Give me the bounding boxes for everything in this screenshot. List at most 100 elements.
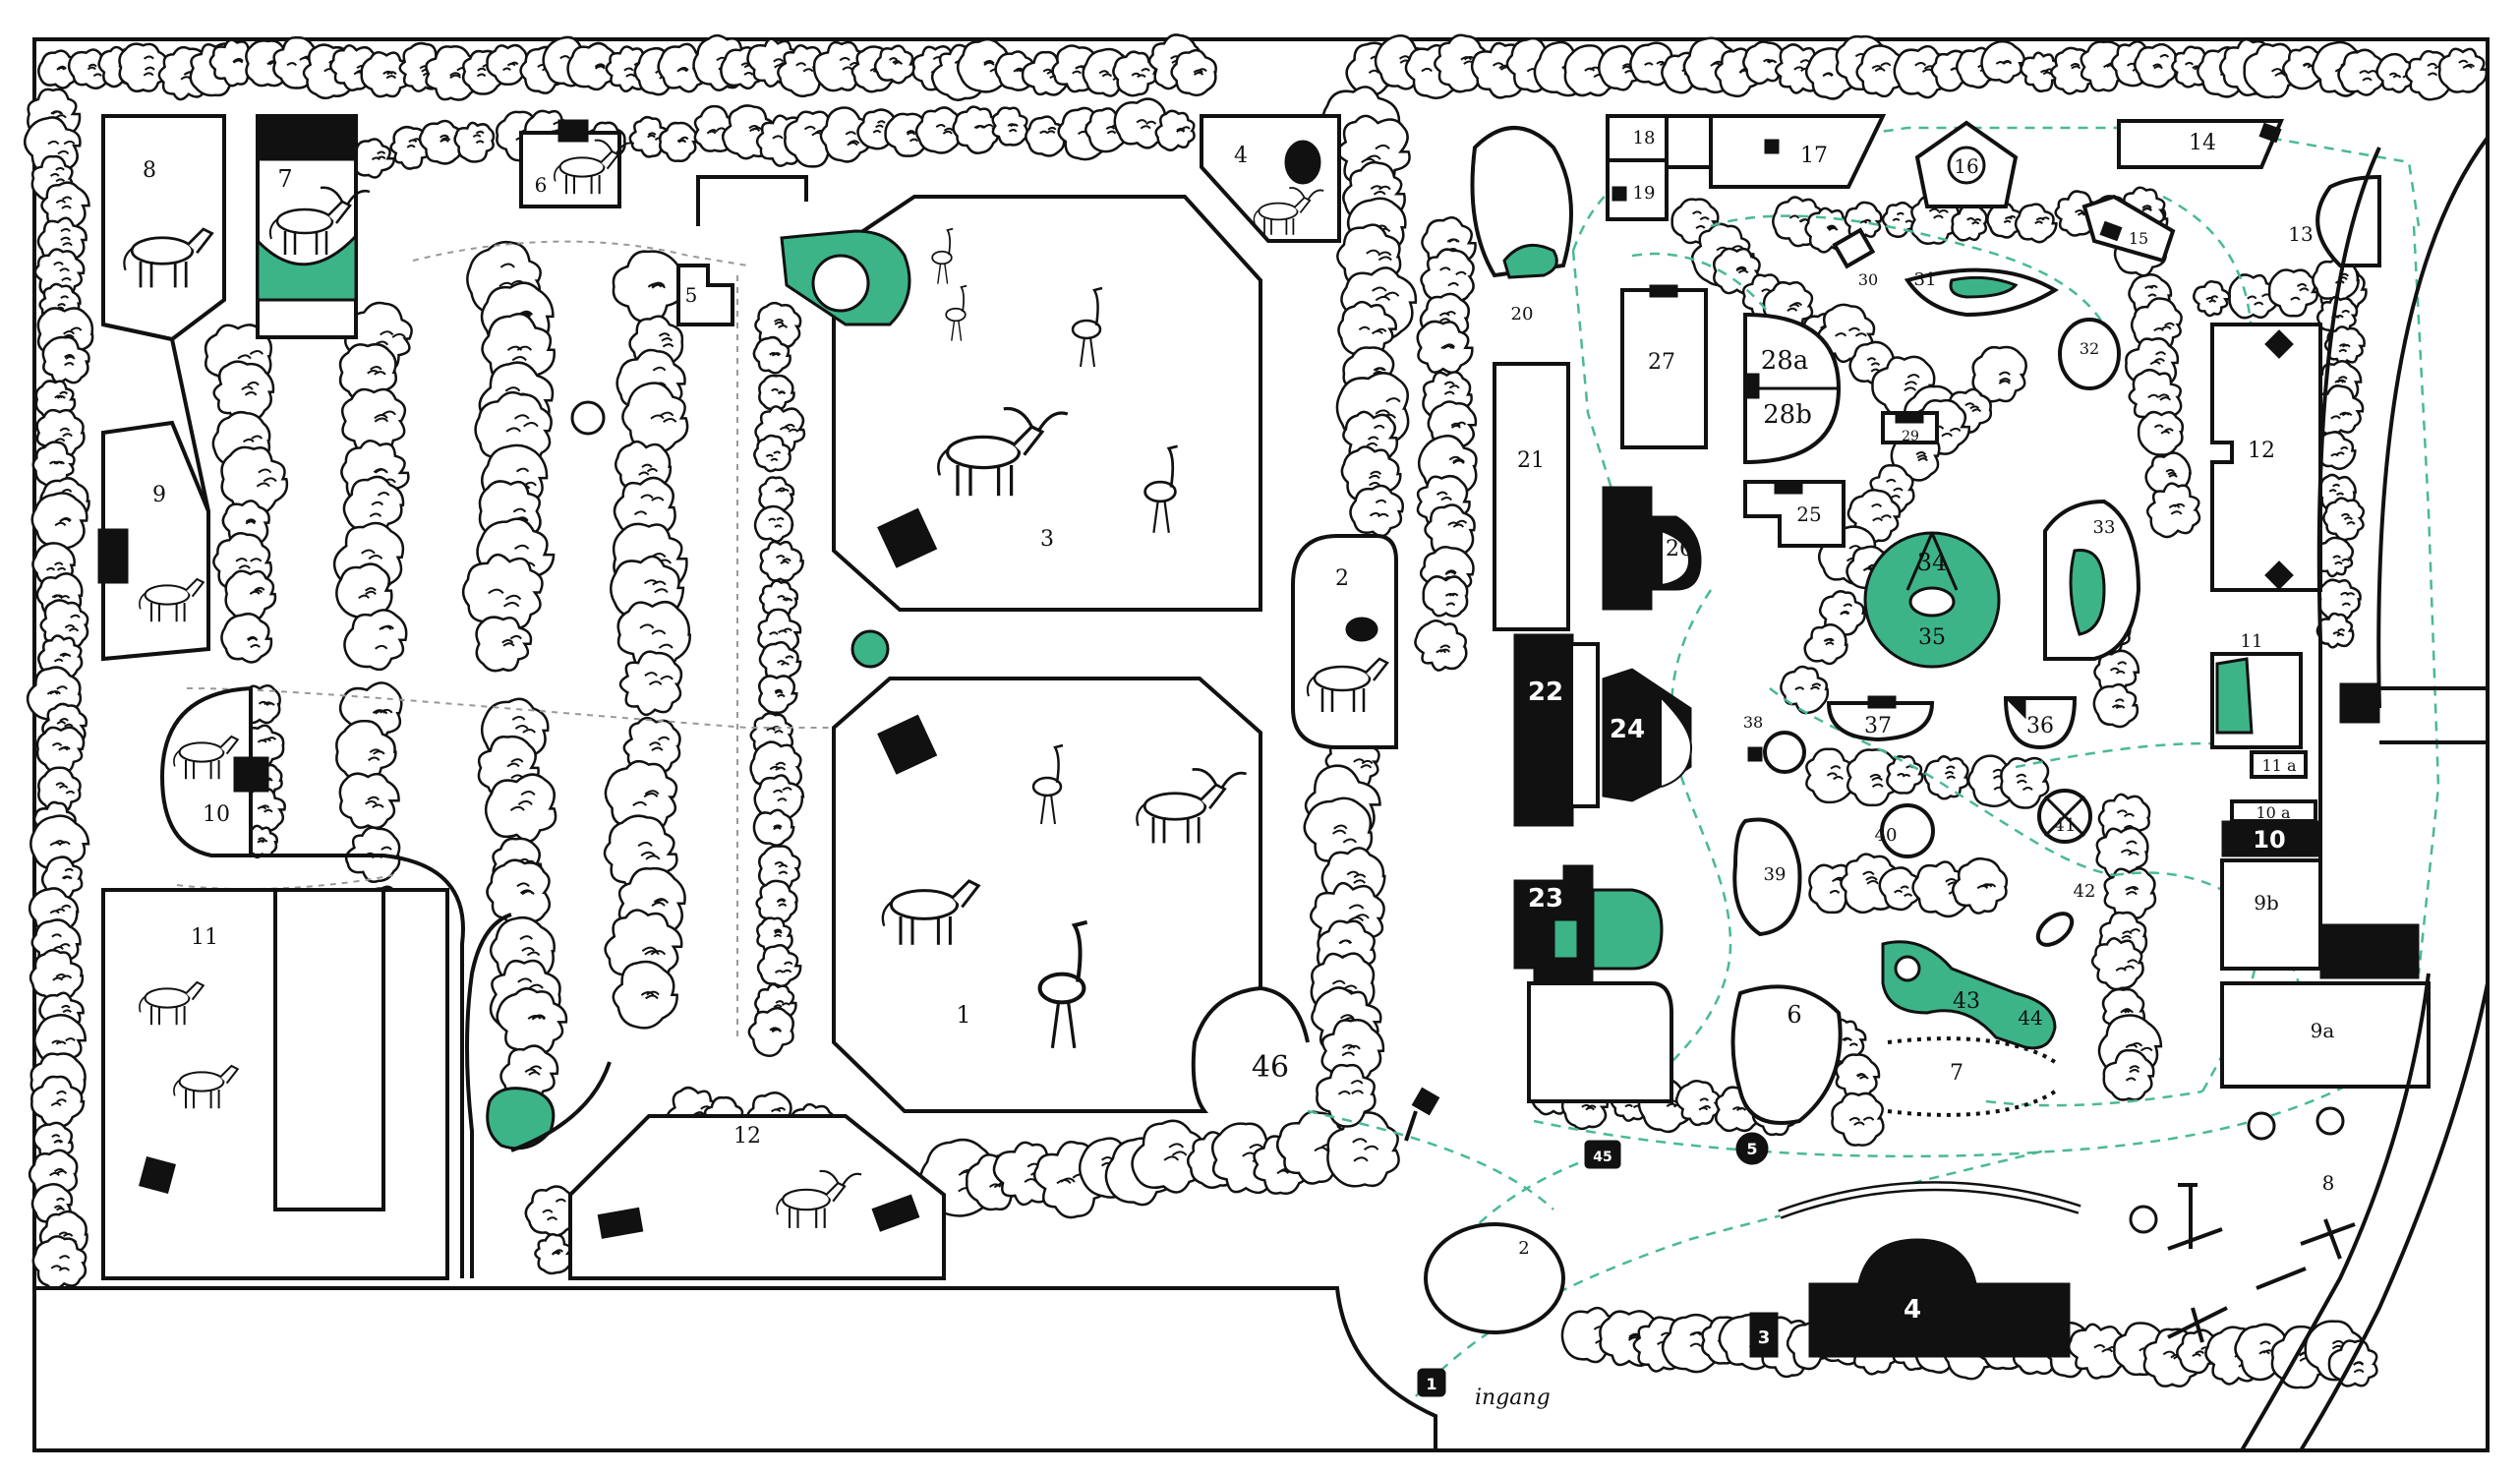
tree-icon [658,121,698,162]
tree-icon [2092,682,2139,729]
shelter-12a [597,1207,644,1239]
label-e18: 18 [1633,128,1656,148]
enclosure-9b[interactable] [2220,858,2322,971]
llama-icon [173,735,240,780]
building-9b [2319,923,2420,979]
enclosure-38[interactable] [1763,731,1806,774]
shelter-12b [871,1194,920,1232]
tree-icon [534,1233,573,1275]
tree-icon [753,774,805,821]
tree-icon [1780,665,1830,715]
enclosure-21[interactable] [1493,362,1570,631]
tree-icon [2137,410,2185,456]
label-e41: 41 [2054,815,2077,836]
enclosure-4[interactable] [1200,114,1341,243]
hedge-top [37,33,2489,179]
label-e8: 8 [143,158,156,183]
enclosure-6-east[interactable] [1730,984,1843,1125]
label-e14: 14 [2189,131,2216,155]
tree-icon [2054,190,2098,237]
wall-west-bottom [465,913,512,1278]
pool-small [850,629,890,669]
tree-icon [757,845,801,892]
enclosure-12-east[interactable] [2210,323,2322,592]
tree-icon [360,51,413,98]
label-e3: 3 [1040,527,1054,552]
pool-43-44[interactable] [1881,940,2057,1050]
tree-icon [566,41,618,91]
enclosure-2-east[interactable] [1424,1222,1565,1334]
enclosure-40[interactable] [1880,803,1935,858]
tree-icon [1349,484,1404,538]
label-e17: 17 [1800,144,1828,168]
label-e20: 20 [1511,304,1534,324]
label-e23: 23 [1528,884,1563,914]
label-e36: 36 [2026,714,2054,738]
enclosure-13[interactable] [2315,174,2381,267]
antelope-icon [1253,187,1324,235]
enclosure-27[interactable] [1620,288,1708,449]
enclosure-1[interactable] [832,677,1262,1113]
label-e9b: 9b [2254,891,2279,914]
label-e25: 25 [1796,502,1821,526]
enclosure-17[interactable] [1709,114,1887,189]
building-4[interactable] [1808,1238,2071,1358]
label-e39: 39 [1764,864,1787,885]
label-e12b: 12 [2248,439,2275,463]
enclosure-11-inner [273,888,385,1211]
tree-icon [37,766,82,814]
tree-icon [1316,1063,1377,1128]
tree-icon [1154,109,1196,151]
label-e5b: 5 [1746,1140,1757,1158]
enclosure-16[interactable] [1914,120,2019,208]
tree-icon [2090,937,2144,991]
shelter-1 [877,714,938,775]
enclosure-11a[interactable] [2250,750,2308,779]
enclosure-23b[interactable] [1527,981,1673,1103]
building-3[interactable] [1749,1312,1779,1358]
tree-icon [118,42,171,92]
marker-1[interactable] [1417,1368,1446,1397]
label-e7b: 7 [1950,1061,1963,1086]
enclosure-37[interactable] [1826,701,1935,742]
label-e4b: 4 [1904,1295,1921,1325]
enclosure-8[interactable] [101,114,226,342]
enclosure-17a[interactable] [1665,114,1713,169]
tree-icon [991,106,1029,147]
building-22[interactable] [1513,633,1574,827]
enclosure-42[interactable] [2032,908,2078,951]
tree-icon [758,579,799,620]
enclosure-2[interactable] [1291,534,1398,749]
enclosure-10[interactable] [159,685,253,857]
tree-icon [461,553,544,632]
enclosure-25[interactable] [1743,480,1846,548]
tree-icon [2102,1048,2155,1101]
building-10[interactable] [2221,820,2321,857]
enclosure-12[interactable] [568,1114,946,1280]
animals [123,139,1389,1228]
tree-icon [2228,273,2279,320]
enclosure-20[interactable] [1470,126,1573,278]
wall-11 [251,854,465,1278]
enclosure-3[interactable] [832,195,1262,612]
tree-icon [1422,575,1469,618]
tree-icon [1742,40,1787,86]
enclosure-15[interactable] [2081,194,2176,264]
enclosure-39[interactable] [1732,817,1802,937]
enclosure-5[interactable] [676,264,734,326]
label-e35: 35 [1918,625,1946,650]
enclosure-30[interactable] [1832,227,1876,269]
tree-icon [1113,97,1167,149]
enclosure-14[interactable] [2117,119,2285,169]
marker-5[interactable] [1735,1132,1769,1165]
tree-icon [1986,202,2024,239]
label-e2b: 2 [1335,566,1349,591]
pond-west [486,1087,556,1150]
marker-45[interactable] [1584,1140,1621,1169]
enclosure-9a[interactable] [2220,981,2431,1089]
tree-icon [1878,866,1924,912]
label-e29: 29 [1902,429,1919,444]
label-e24: 24 [1610,715,1645,744]
tree-icon [1844,201,1883,241]
enclosure-32[interactable] [2058,318,2121,390]
